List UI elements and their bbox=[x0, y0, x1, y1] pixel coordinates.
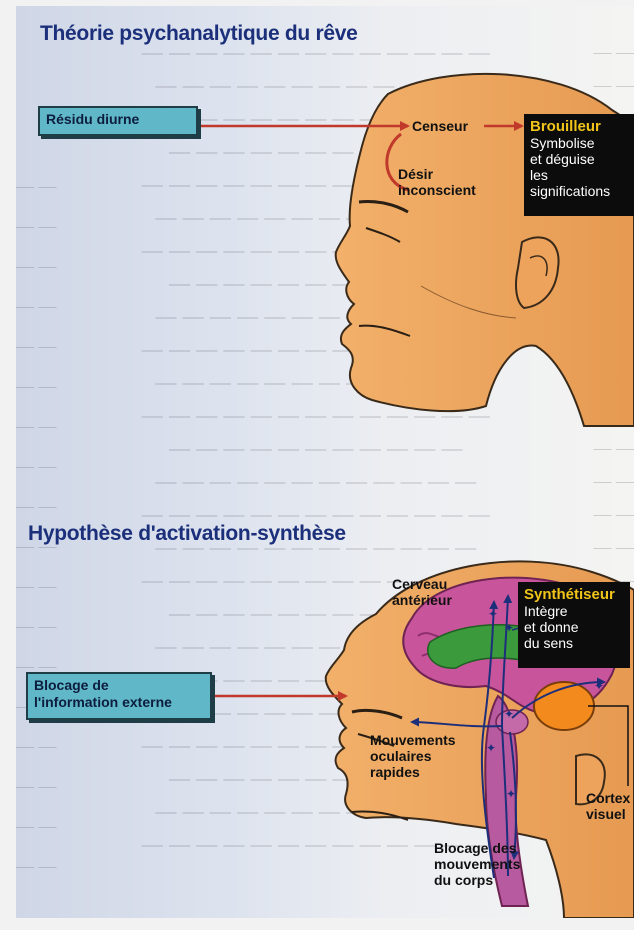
cerveau-anterieur-label: Cerveau antérieur bbox=[392, 576, 452, 608]
brouilleur-box: Brouilleur Symbolise et déguise les sign… bbox=[524, 114, 634, 216]
brouilleur-text: Symbolise et déguise les significations bbox=[530, 135, 628, 199]
page: — — — — — — — — — — — — — — — — — — — — … bbox=[16, 6, 634, 918]
synthetiseur-heading: Synthétiseur bbox=[524, 587, 624, 603]
cortex-visuel-label: Cortex visuel bbox=[586, 790, 630, 822]
svg-text:✦: ✦ bbox=[486, 741, 496, 755]
top-diagram-title: Théorie psychanalytique du rêve bbox=[40, 22, 357, 46]
svg-text:✦: ✦ bbox=[504, 621, 514, 635]
censeur-label: Censeur bbox=[412, 118, 468, 134]
synthetiseur-box: Synthétiseur Intègre et donne du sens bbox=[518, 582, 630, 668]
bottom-diagram-title: Hypothèse d'activation-synthèse bbox=[28, 522, 346, 546]
desir-inconscient-label: Désir inconscient bbox=[398, 166, 476, 198]
cortex-visuel-region bbox=[534, 682, 594, 730]
blocage-mouvements-label: Blocage des mouvements du corps bbox=[434, 840, 520, 888]
synthetiseur-text: Intègre et donne du sens bbox=[524, 603, 624, 651]
residu-diurne-box: Résidu diurne bbox=[38, 106, 198, 136]
svg-text:✦: ✦ bbox=[488, 607, 498, 621]
mouvements-oculaires-label: Mouvements oculaires rapides bbox=[370, 732, 456, 780]
svg-text:✦: ✦ bbox=[506, 787, 516, 801]
svg-text:✦: ✦ bbox=[594, 679, 604, 693]
svg-text:✦: ✦ bbox=[504, 707, 514, 721]
blocage-information-box: Blocage de l'information externe bbox=[26, 672, 212, 720]
brouilleur-heading: Brouilleur bbox=[530, 119, 628, 135]
